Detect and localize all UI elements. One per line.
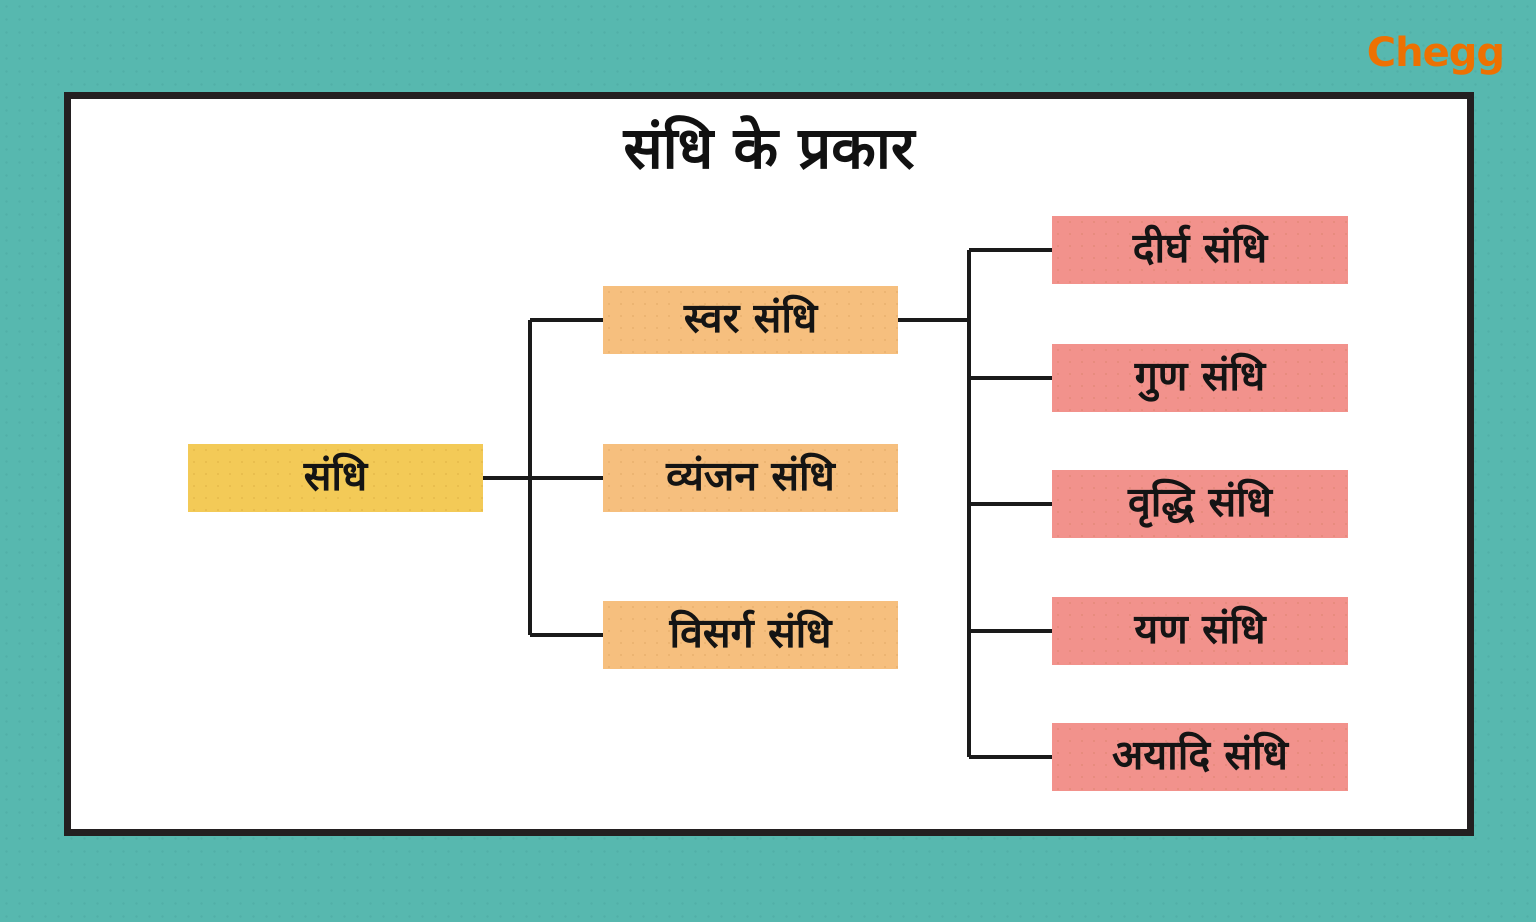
diagram-title: संधि के प्रकार <box>623 114 915 182</box>
node-gun-sandhi: गुण संधि <box>1052 344 1348 412</box>
node-yan-sandhi: यण संधि <box>1052 597 1348 665</box>
node-svar-sandhi: स्वर संधि <box>603 286 898 354</box>
node-visarg-sandhi: विसर्ग संधि <box>603 601 898 669</box>
chegg-logo: Chegg <box>1366 30 1505 76</box>
node-vriddhi-sandhi: वृद्धि संधि <box>1052 470 1348 538</box>
node-vyanjan-sandhi: व्यंजन संधि <box>603 444 898 512</box>
node-ayadi-sandhi: अयादि संधि <box>1052 723 1348 791</box>
node-dirgh-sandhi: दीर्घ संधि <box>1052 216 1348 284</box>
node-sandhi-root: संधि <box>188 444 483 512</box>
